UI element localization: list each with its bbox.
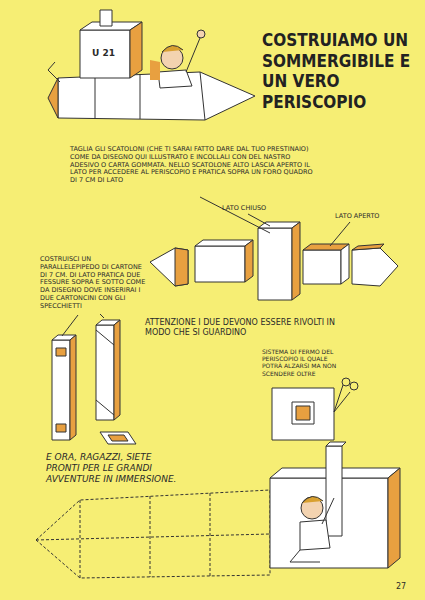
page-number: 27 — [396, 582, 406, 591]
instruction-note: TAGLIA GLI SCATOLONI (CHE TI SARAI FATTO… — [70, 146, 315, 185]
page-title: COSTRUIAMO UN SOMMERGIBILE E UN VERO PER… — [262, 30, 412, 113]
closing-note: E ORA, RAGAZZI, SIETE PRONTI PER LE GRAN… — [46, 452, 186, 484]
side-label: LATO CHIUSO — [222, 204, 266, 212]
warning-note: ATTENZIONE I DUE DEVONO ESSERE RIVOLTI I… — [145, 318, 340, 338]
instruction-note: COSTRUISCI UN PARALLELEPIPEDO DI CARTONE… — [40, 256, 148, 311]
instruction-note: SISTEMA DI FERMO DEL PERISCOPIO IL QUALE… — [262, 348, 348, 377]
side-label: LATO APERTO — [335, 212, 379, 220]
tower-number: U 21 — [92, 48, 122, 58]
